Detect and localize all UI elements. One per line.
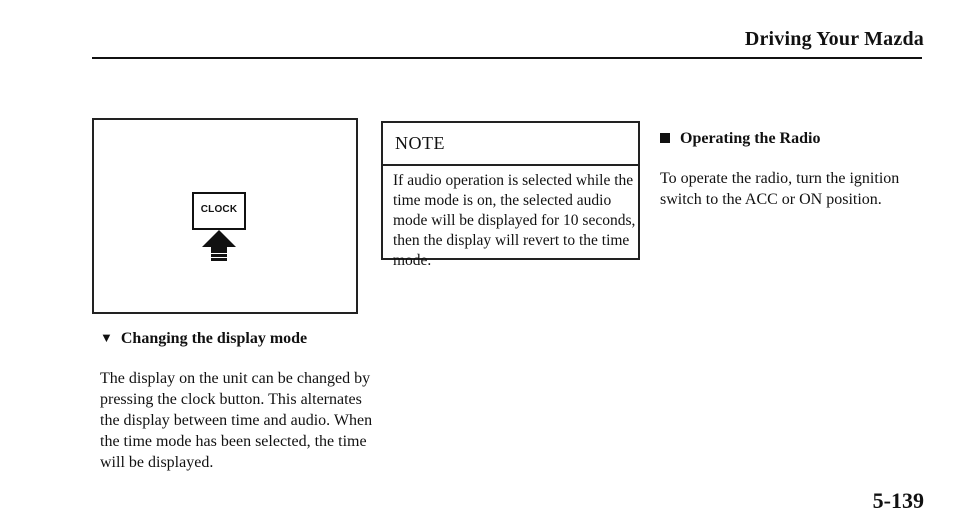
note-divider	[383, 164, 638, 166]
clock-button-label: CLOCK	[200, 204, 238, 215]
section-heading-text: Changing the display mode	[120, 330, 308, 347]
press-arrow-icon	[202, 230, 236, 261]
page-number: 5-139	[872, 488, 924, 513]
radio-heading: Operating the Radio	[660, 130, 820, 148]
square-bullet-icon	[660, 133, 670, 143]
radio-heading-text: Operating the Radio	[680, 130, 821, 147]
note-box: NOTE If audio operation is selected whil…	[381, 121, 640, 269]
figure-box: CLOCK	[92, 118, 358, 314]
page-header-title: Driving Your Mazda	[744, 28, 924, 50]
header-rule	[92, 57, 922, 59]
section-body: The display on the unit can be changed b…	[100, 370, 373, 471]
note-title: NOTE	[395, 133, 445, 153]
radio-body: To operate the radio, turn the ignition …	[660, 170, 900, 208]
triangle-bullet-icon: ▼	[100, 330, 113, 345]
section-heading: ▼ Changing the display mode	[100, 330, 307, 348]
note-body: If audio operation is selected while the…	[393, 172, 636, 269]
clock-button-icon: CLOCK	[192, 192, 246, 230]
